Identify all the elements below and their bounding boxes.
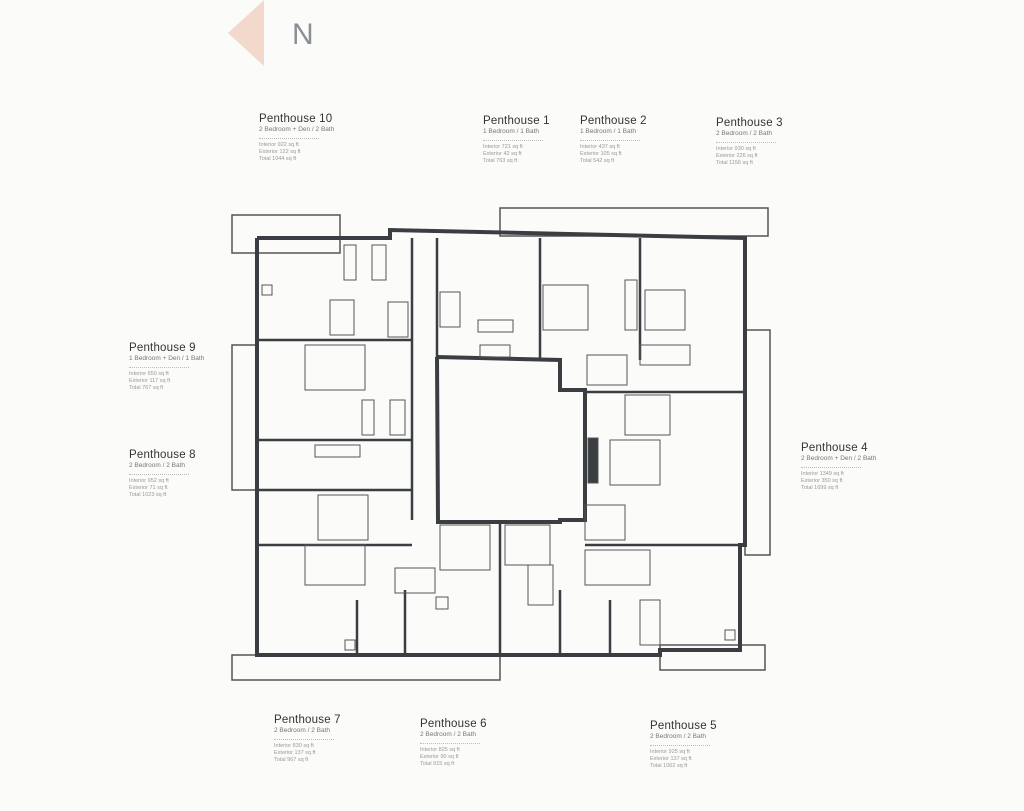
unit-label-penthouse-6: Penthouse 6 2 Bedroom / 2 Bath Interior … (420, 718, 580, 768)
unit-exterior: Exterior 350 sq ft (801, 478, 843, 484)
unit-total: Total 1023 sq ft (129, 492, 167, 498)
unit-total: Total 915 sq ft (420, 761, 455, 767)
unit-total: Total 1044 sq ft (259, 156, 297, 162)
unit-interior: Interior 1349 sq ft (801, 471, 844, 477)
unit-name: Penthouse 3 (716, 117, 783, 129)
unit-exterior: Exterior 137 sq ft (274, 750, 316, 756)
unit-name: Penthouse 1 (483, 115, 550, 127)
north-indicator: N (292, 18, 314, 51)
unit-type: 2 Bedroom / 2 Bath (129, 462, 186, 469)
unit-interior: Interior 650 sq ft (129, 371, 169, 377)
unit-interior: Interior 925 sq ft (650, 749, 690, 755)
unit-label-penthouse-7: Penthouse 7 2 Bedroom / 2 Bath Interior … (274, 714, 434, 764)
unit-type: 2 Bedroom / 2 Bath (420, 731, 477, 738)
unit-interior: Interior 825 sq ft (420, 747, 460, 753)
unit-label-penthouse-1: Penthouse 1 1 Bedroom / 1 Bath Interior … (483, 115, 643, 165)
unit-total: Total 542 sq ft (580, 158, 615, 164)
unit-name: Penthouse 7 (274, 714, 341, 726)
divider (801, 467, 861, 468)
unit-label-penthouse-3: Penthouse 3 2 Bedroom / 2 Bath Interior … (716, 117, 876, 167)
compass-arrow-icon (228, 0, 264, 66)
divider (483, 140, 543, 141)
unit-label-penthouse-2: Penthouse 2 1 Bedroom / 1 Bath Interior … (580, 115, 740, 165)
unit-type: 1 Bedroom + Den / 1 Bath (129, 355, 205, 362)
fixtures (261, 244, 736, 651)
unit-name: Penthouse 2 (580, 115, 647, 127)
unit-name: Penthouse 10 (259, 113, 333, 125)
unit-exterior: Exterior 117 sq ft (129, 378, 171, 384)
unit-label-penthouse-10: Penthouse 10 2 Bedroom + Den / 2 Bath In… (259, 113, 419, 163)
unit-exterior: Exterior 122 sq ft (259, 149, 301, 155)
unit-interior: Interior 922 sq ft (259, 142, 299, 148)
divider (129, 474, 189, 475)
unit-exterior: Exterior 71 sq ft (129, 485, 168, 491)
unit-type: 1 Bedroom / 1 Bath (580, 128, 637, 135)
unit-exterior: Exterior 42 sq ft (483, 151, 522, 157)
unit-label-penthouse-5: Penthouse 5 2 Bedroom / 2 Bath Interior … (650, 720, 810, 770)
unit-total: Total 967 sq ft (274, 757, 309, 763)
unit-interior: Interior 930 sq ft (716, 146, 756, 152)
unit-total: Total 1699 sq ft (801, 485, 839, 491)
unit-exterior: Exterior 226 sq ft (716, 153, 758, 159)
unit-interior: Interior 952 sq ft (129, 478, 169, 484)
unit-name: Penthouse 9 (129, 342, 196, 354)
unit-interior: Interior 437 sq ft (580, 144, 620, 150)
divider (650, 745, 710, 746)
divider (580, 140, 640, 141)
unit-name: Penthouse 4 (801, 442, 868, 454)
divider (716, 142, 776, 143)
unit-exterior: Exterior 90 sq ft (420, 754, 459, 760)
divider (259, 138, 319, 139)
divider (129, 367, 189, 368)
unit-total: Total 1062 sq ft (650, 763, 688, 769)
unit-name: Penthouse 6 (420, 718, 487, 730)
unit-type: 2 Bedroom + Den / 2 Bath (801, 455, 877, 462)
unit-total: Total 763 sq ft (483, 158, 518, 164)
unit-exterior: Exterior 105 sq ft (580, 151, 622, 157)
unit-name: Penthouse 5 (650, 720, 717, 732)
unit-exterior: Exterior 137 sq ft (650, 756, 692, 762)
divider (420, 743, 480, 744)
unit-type: 2 Bedroom / 2 Bath (716, 130, 773, 137)
unit-type: 2 Bedroom + Den / 2 Bath (259, 126, 335, 133)
unit-label-penthouse-4: Penthouse 4 2 Bedroom + Den / 2 Bath Int… (801, 442, 961, 492)
unit-interior: Interior 721 sq ft (483, 144, 523, 150)
unit-type: 2 Bedroom / 2 Bath (274, 727, 331, 734)
divider (274, 739, 334, 740)
unit-type: 2 Bedroom / 2 Bath (650, 733, 707, 740)
unit-total: Total 1156 sq ft (716, 160, 753, 166)
unit-name: Penthouse 8 (129, 449, 196, 461)
unit-label-penthouse-8: Penthouse 8 2 Bedroom / 2 Bath Interior … (129, 449, 289, 499)
unit-total: Total 767 sq ft (129, 385, 164, 391)
interior-walls (257, 238, 745, 655)
unit-type: 1 Bedroom / 1 Bath (483, 128, 540, 135)
unit-label-penthouse-9: Penthouse 9 1 Bedroom + Den / 1 Bath Int… (129, 342, 289, 392)
unit-interior: Interior 830 sq ft (274, 743, 314, 749)
